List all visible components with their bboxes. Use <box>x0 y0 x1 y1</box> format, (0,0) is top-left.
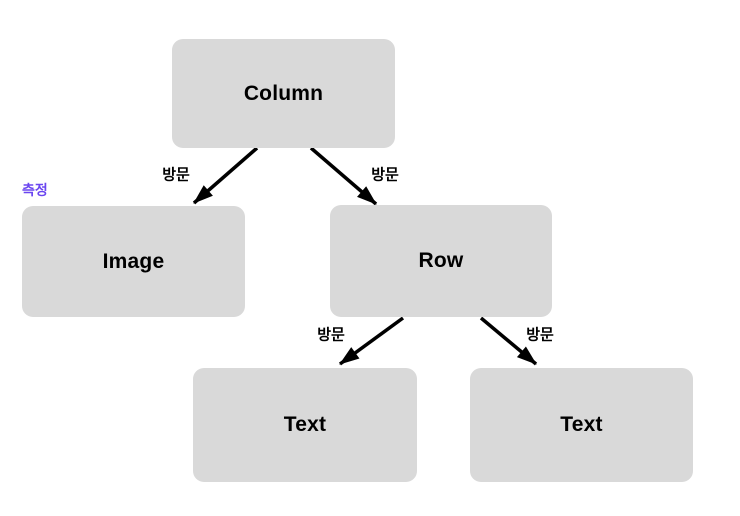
edge-row-to-text2 <box>479 316 538 366</box>
edge-label-column-image: 방문 <box>160 163 192 185</box>
node-text-1: Text <box>193 368 417 482</box>
node-image-label: Image <box>102 249 165 273</box>
edge-label-column-row: 방문 <box>369 163 401 185</box>
node-text-1-label: Text <box>283 413 327 436</box>
annotation-label: 측정 <box>22 182 48 198</box>
edge-column-to-row <box>309 146 378 206</box>
node-text-2-label: Text <box>560 413 603 436</box>
edge-label-row-text1: 방문 <box>315 323 347 345</box>
node-row: Row <box>330 205 552 317</box>
node-image: Image <box>22 206 245 317</box>
edge-column-to-image <box>192 146 259 205</box>
node-row-label: Row <box>418 249 464 272</box>
edge-label-row-text2: 방문 <box>524 323 556 345</box>
edge-row-to-text1 <box>338 316 405 366</box>
node-text-2: Text <box>470 368 693 482</box>
node-column: Column <box>172 39 395 148</box>
node-column-label: Column <box>243 81 324 105</box>
